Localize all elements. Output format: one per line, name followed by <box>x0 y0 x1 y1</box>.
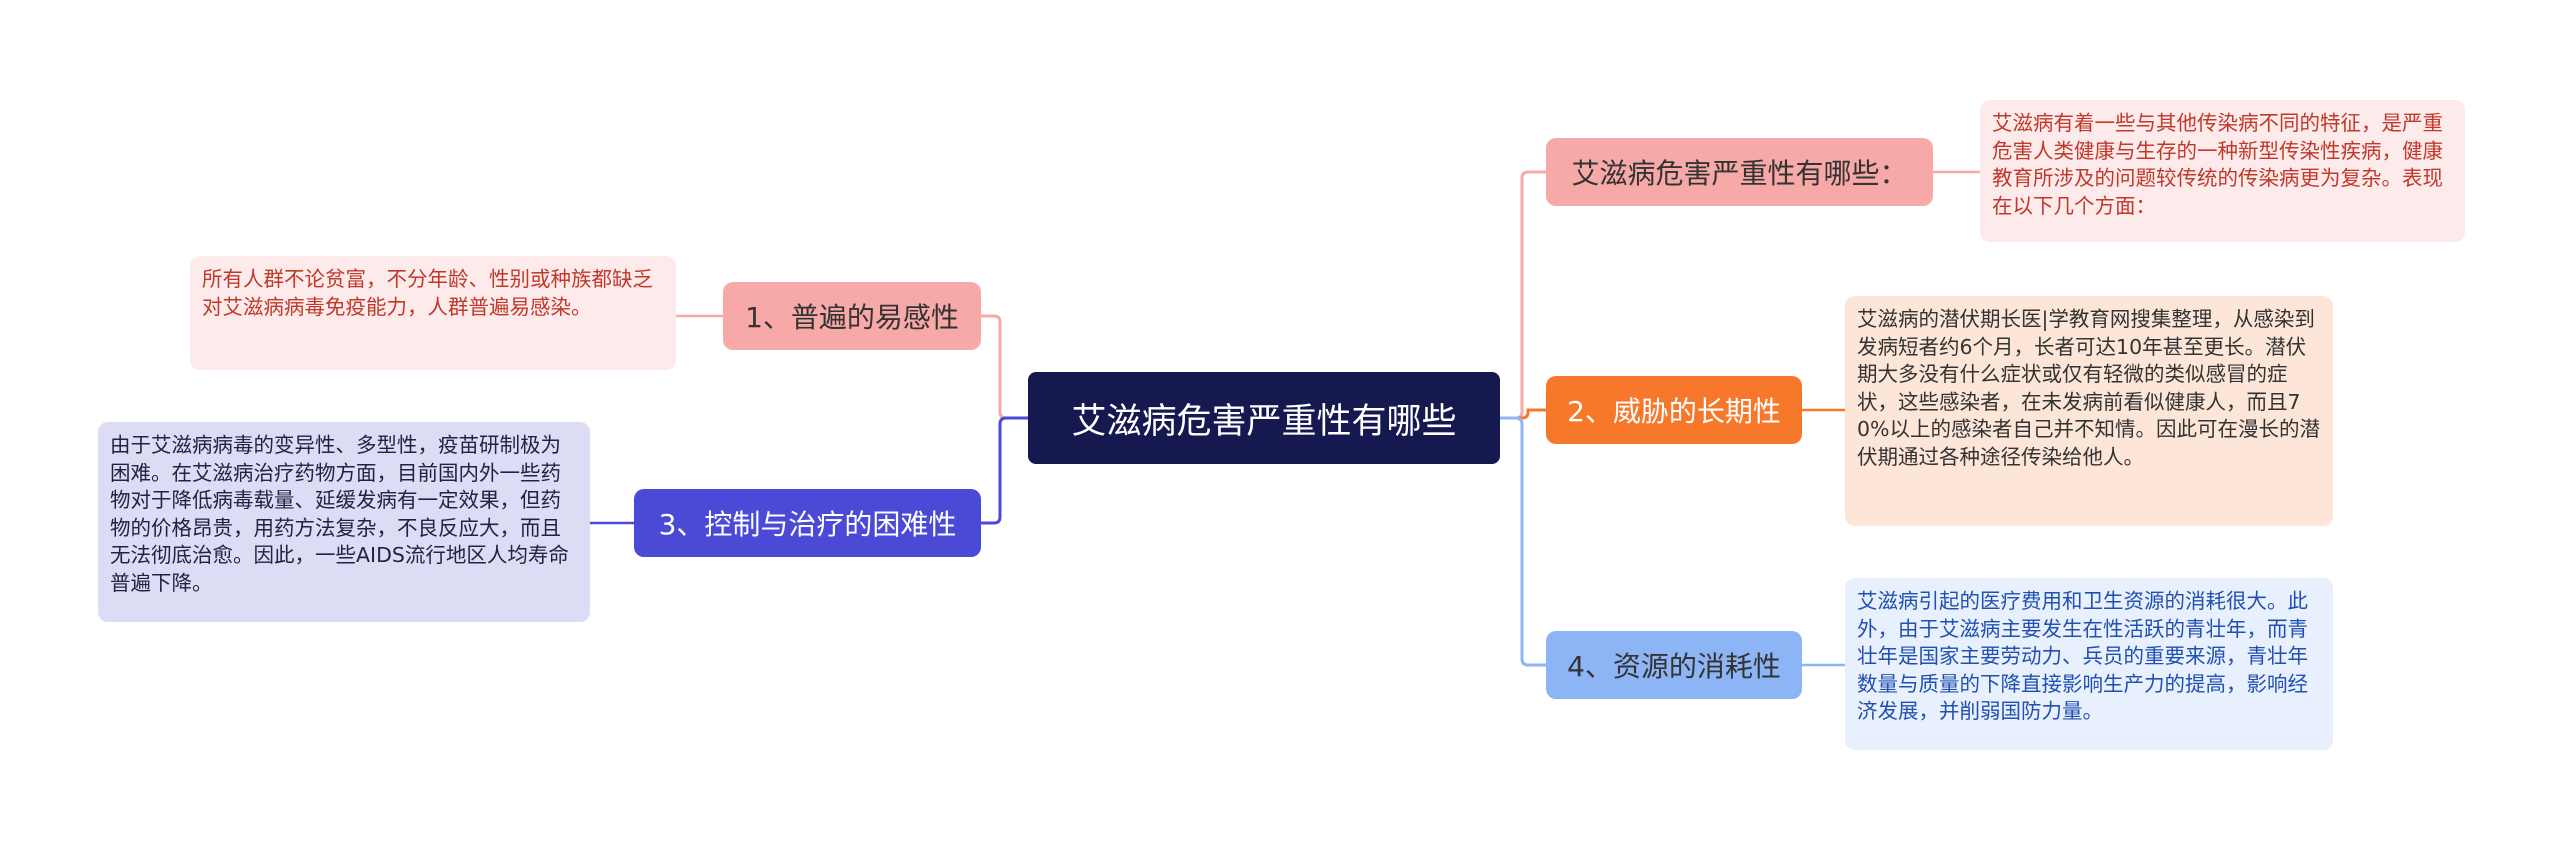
branch-susceptibility[interactable]: 1、普遍的易感性 <box>723 282 981 350</box>
leaf-treatment-detail[interactable]: 由于艾滋病病毒的变异性、多型性，疫苗研制极为困难。在艾滋病治疗药物方面，目前国内… <box>98 422 590 622</box>
link-root-b1 <box>981 314 1028 420</box>
branch-long-term-threat[interactable]: 2、威胁的长期性 <box>1546 376 1802 444</box>
link-root-b4 <box>1500 416 1546 667</box>
leaf-long-term-detail[interactable]: 艾滋病的潜伏期长医|学教育网搜集整理，从感染到发病短者约6个月，长者可达10年甚… <box>1845 296 2333 526</box>
link-root-intro <box>1500 170 1546 420</box>
branch-resource-consumption[interactable]: 4、资源的消耗性 <box>1546 631 1802 699</box>
leaf-resource-detail[interactable]: 艾滋病引起的医疗费用和卫生资源的消耗很大。此外，由于艾滋病主要发生在性活跃的青壮… <box>1845 578 2333 750</box>
branch-intro[interactable]: 艾滋病危害严重性有哪些： <box>1546 138 1933 206</box>
branch-treatment-difficulty[interactable]: 3、控制与治疗的困难性 <box>634 489 981 557</box>
leaf-intro-detail[interactable]: 艾滋病有着一些与其他传染病不同的特征，是严重危害人类健康与生存的一种新型传染性疾… <box>1980 100 2465 242</box>
link-root-b2 <box>1500 408 1546 420</box>
root-topic[interactable]: 艾滋病危害严重性有哪些 <box>1028 372 1500 464</box>
leaf-susceptibility-detail[interactable]: 所有人群不论贫富，不分年龄、性别或种族都缺乏对艾滋病病毒免疫能力，人群普遍易感染… <box>190 256 676 370</box>
link-root-b3 <box>981 416 1028 525</box>
